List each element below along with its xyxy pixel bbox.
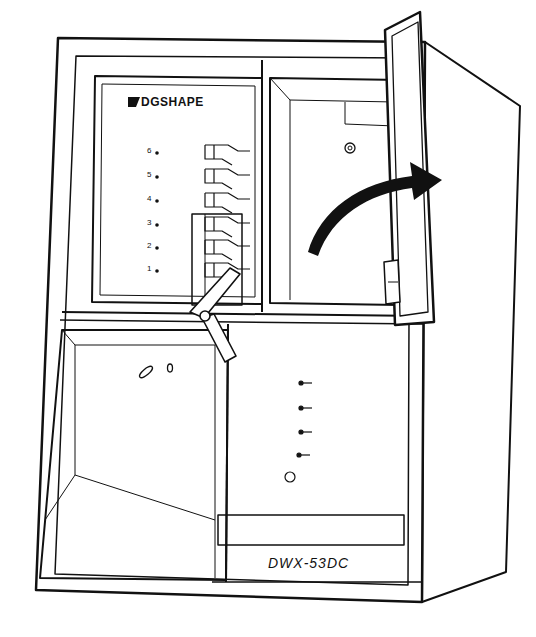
slot-number: 1: [147, 265, 151, 273]
model-name: DWX-53DC: [268, 556, 349, 570]
slot-number: 4: [147, 195, 151, 203]
slot-number: 6: [147, 147, 151, 155]
brand-logo: DGSHAPE: [141, 96, 204, 108]
slot-dot: [155, 246, 159, 250]
slot-dot: [155, 223, 159, 227]
slot-dot: [155, 199, 159, 203]
slot-number: 5: [147, 171, 151, 179]
tool-holder: [205, 217, 250, 237]
tool-holder: [205, 169, 250, 189]
tool-holder: [205, 240, 250, 260]
slot-dot: [155, 175, 159, 179]
tool-holder: [205, 193, 250, 213]
tool-holder: [205, 145, 250, 165]
slot-number: 2: [147, 242, 151, 250]
slot-dot: [155, 269, 159, 273]
slot-dot: [155, 151, 159, 155]
slot-number: 3: [147, 219, 151, 227]
